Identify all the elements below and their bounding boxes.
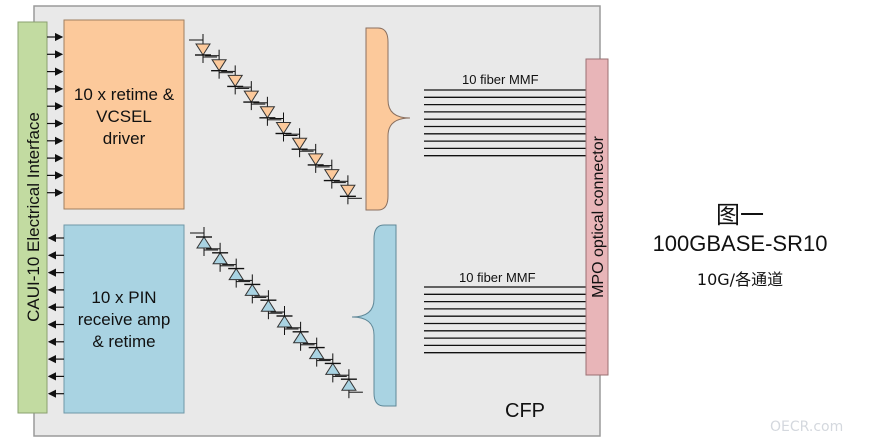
diode-symbol bbox=[190, 227, 218, 256]
figure-note: 10G/各通道 bbox=[696, 270, 784, 289]
electrical-interface-bar bbox=[17, 21, 48, 414]
watermark: OECR.com bbox=[770, 419, 844, 435]
tx-block-line-2: VCSEL bbox=[96, 107, 152, 126]
tx-lane-arrows bbox=[47, 32, 64, 197]
rx-lane-arrows bbox=[47, 233, 64, 398]
diode-symbol bbox=[206, 242, 235, 272]
diode-symbol bbox=[301, 143, 330, 173]
diode-symbol bbox=[205, 49, 234, 79]
diode-symbol bbox=[253, 96, 282, 126]
tx-block-line-3: driver bbox=[103, 129, 146, 148]
diode-symbol bbox=[237, 81, 266, 111]
tx-lens-bracket bbox=[365, 27, 411, 211]
tx-fiber-label: 10 fiber MMF bbox=[462, 72, 539, 87]
diode-symbol bbox=[269, 112, 298, 142]
tx-fiber-bundle bbox=[424, 89, 586, 157]
diode-symbol bbox=[286, 321, 315, 351]
diode-symbol bbox=[254, 290, 283, 320]
rx-block-line-2: receive amp bbox=[78, 310, 171, 329]
pin-diode-array bbox=[190, 227, 363, 399]
electrical-interface-label: CAUI-10 Electrical Interface bbox=[24, 112, 43, 322]
rx-lens-bracket bbox=[351, 224, 397, 407]
mpo-optical-connector bbox=[585, 58, 609, 376]
figure-title: 图一 bbox=[716, 201, 764, 229]
rx-fiber-bundle bbox=[424, 286, 586, 354]
diode-symbol bbox=[238, 274, 267, 304]
diode-symbol bbox=[302, 337, 331, 367]
diode-symbol bbox=[189, 34, 217, 63]
rx-block-line-3: & retime bbox=[92, 332, 155, 351]
diode-symbol bbox=[317, 159, 346, 189]
mpo-connector-label: MPO optical connector bbox=[590, 135, 607, 298]
rx-block-line-1: 10 x PIN bbox=[91, 288, 156, 307]
diode-symbol bbox=[221, 65, 250, 95]
diode-symbol bbox=[222, 258, 251, 288]
diode-symbol bbox=[270, 306, 299, 335]
diode-symbol bbox=[318, 353, 347, 383]
cfp-label: CFP bbox=[505, 400, 545, 422]
diode-symbol bbox=[334, 369, 363, 399]
rx-fiber-label: 10 fiber MMF bbox=[459, 270, 536, 285]
vcsel-diode-array bbox=[189, 34, 362, 205]
tx-retime-vcsel-block bbox=[63, 19, 185, 210]
diode-symbol bbox=[285, 128, 314, 158]
figure-standard-name: 100GBASE-SR10 bbox=[652, 231, 828, 256]
diode-symbol bbox=[333, 175, 362, 205]
tx-block-line-1: 10 x retime & bbox=[74, 85, 175, 104]
rx-pin-receive-block bbox=[63, 224, 185, 414]
